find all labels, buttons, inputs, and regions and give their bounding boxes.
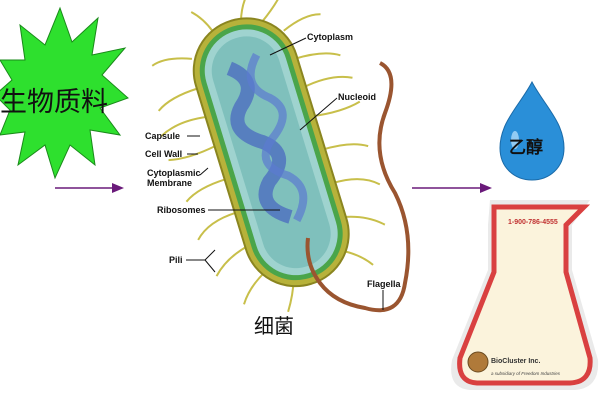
leader-lines <box>186 37 384 310</box>
label-capsule: Capsule <box>145 131 181 141</box>
flagella <box>305 61 411 313</box>
label-nucleoid: Nucleoid <box>338 92 377 102</box>
flask-phone: 1-900-786-4555 <box>508 219 558 226</box>
label-cell-wall: Cell Wall <box>145 149 183 159</box>
arrow-bacterium-to-ethanol <box>412 183 492 193</box>
bacterium-illustration <box>151 0 386 313</box>
flask-brand: BioCluster Inc. <box>491 358 541 365</box>
nucleoid <box>226 61 293 224</box>
biomass-starburst <box>0 6 129 180</box>
label-line-2: Membrane <box>147 178 193 188</box>
biomass-label: 生物质料 <box>0 87 108 118</box>
label-ribosomes: Ribosomes <box>157 205 206 215</box>
arrow-biomass-to-bacterium <box>55 183 124 193</box>
label-line-1: Cytoplasmic <box>147 168 201 178</box>
bacterium-title: 细菌 <box>254 314 294 338</box>
flask-subtitle: a subsidiary of Freedom Industries <box>491 371 561 376</box>
label-pili: Pili <box>169 255 183 265</box>
flask-illustration <box>451 200 599 390</box>
label-cytoplasm: Cytoplasm <box>307 32 354 42</box>
ethanol-label: 乙醇 <box>509 138 543 158</box>
ethanol-drop <box>499 80 565 181</box>
label-flagella: Flagella <box>367 279 401 289</box>
